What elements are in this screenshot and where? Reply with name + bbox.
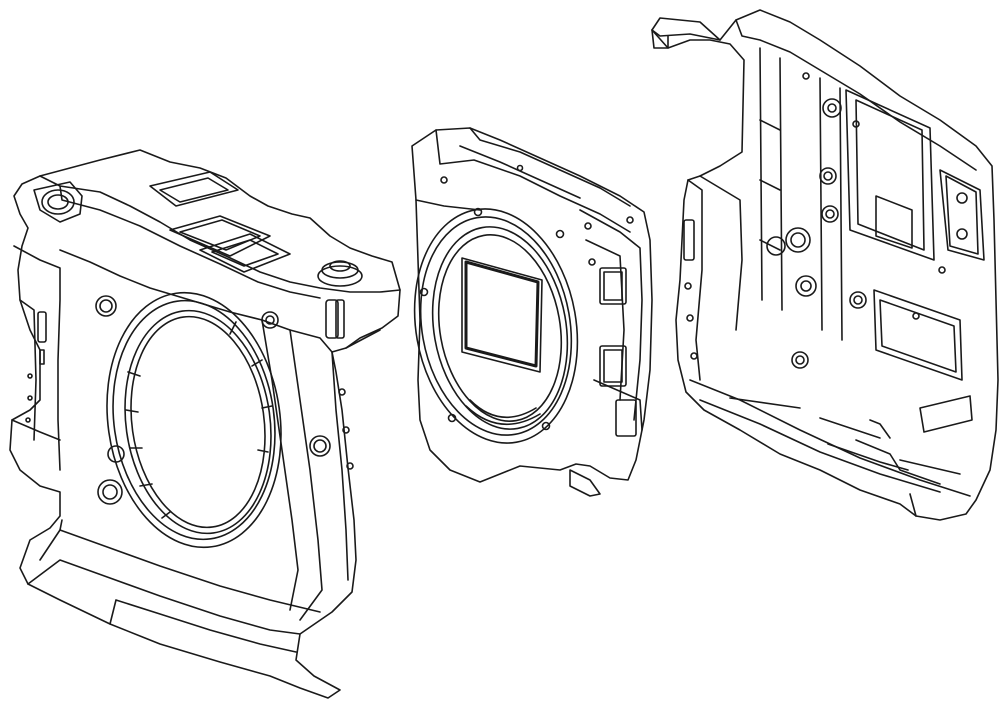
bayonet-mount	[413, 207, 579, 444]
front-lens-mount-ring	[106, 291, 282, 549]
image-sensor	[461, 257, 543, 373]
rear-body-outline	[651, 9, 999, 521]
front-body-outline	[9, 149, 401, 699]
sensor-frame-outline	[411, 127, 653, 497]
